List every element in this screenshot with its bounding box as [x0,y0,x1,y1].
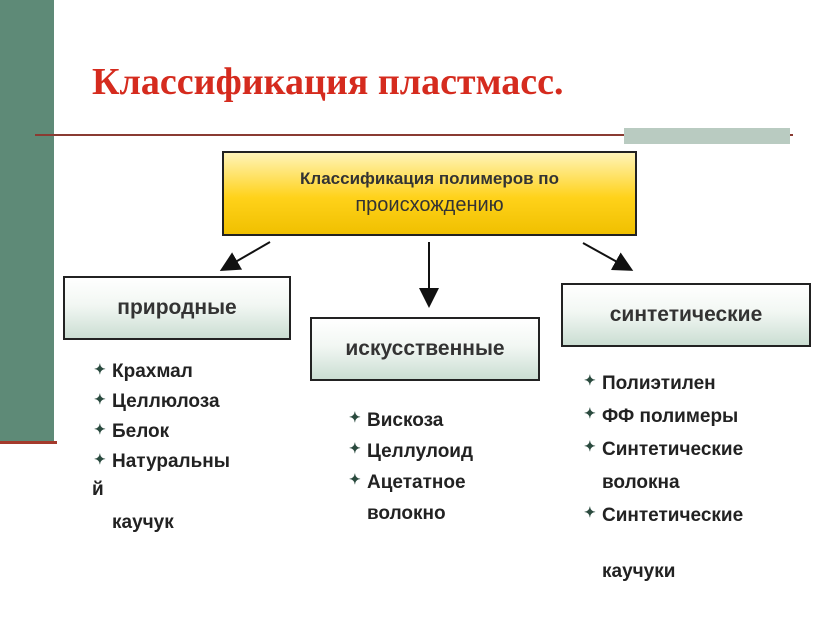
sidebar-accent [0,0,54,443]
arrow-to-natural [219,241,271,272]
list-item: ✦ФФ полимеры [582,400,797,433]
list-item: ✦Полиэтилен [582,367,797,400]
list-item: ✦Синтетические [582,433,797,466]
artificial-list: ✦Вискоза ✦Целлулоид ✦Ацетатное волокно [347,405,522,529]
bullet-icon: ✦ [94,391,106,407]
title-divider [35,134,793,136]
bullet-icon: ✦ [94,451,106,467]
root-label-line2: происхождению [355,194,504,217]
list-item: ✦Белок [92,417,277,447]
bullet-icon: ✦ [94,421,106,437]
list-item: ✦Целлулоид [347,436,522,467]
arrow-to-synthetic [582,242,634,271]
synthetic-list: ✦Полиэтилен ✦ФФ полимеры ✦Синтетические … [582,367,797,602]
list-item-continuation: каучуки [602,561,676,582]
bullet-icon: ✦ [349,409,361,425]
list-item-continuation: й [92,479,104,500]
list-item-continuation: волокно [367,503,446,524]
sidebar-underline [0,441,57,444]
list-item: ✦Целлюлоза [92,387,277,417]
bullet-icon: ✦ [584,438,596,454]
title-accent-bar [624,128,790,144]
bullet-icon: ✦ [349,471,361,487]
natural-list: ✦Крахмал ✦Целлюлоза ✦Белок ✦Натуральны й… [92,357,277,543]
category-artificial: искусственные [310,317,540,381]
root-label-line1: Классификация полимеров по [300,168,559,188]
list-item: ✦Натуральны [92,447,277,477]
root-node: Классификация полимеров по происхождению [222,151,637,236]
list-item-continuation: каучук [112,512,174,533]
category-synthetic: синтетические [561,283,811,347]
bullet-icon: ✦ [94,361,106,377]
category-natural: природные [63,276,291,340]
bullet-icon: ✦ [584,405,596,421]
list-item: ✦Крахмал [92,357,277,387]
bullet-icon: ✦ [349,440,361,456]
list-item: ✦Вискоза [347,405,522,436]
list-item: ✦Синтетические [582,499,797,532]
slide-title: Классификация пластмасс. [92,61,564,103]
list-item: ✦Ацетатное [347,467,522,498]
bullet-icon: ✦ [584,372,596,388]
bullet-icon: ✦ [584,504,596,520]
list-item-continuation: волокна [602,472,680,493]
